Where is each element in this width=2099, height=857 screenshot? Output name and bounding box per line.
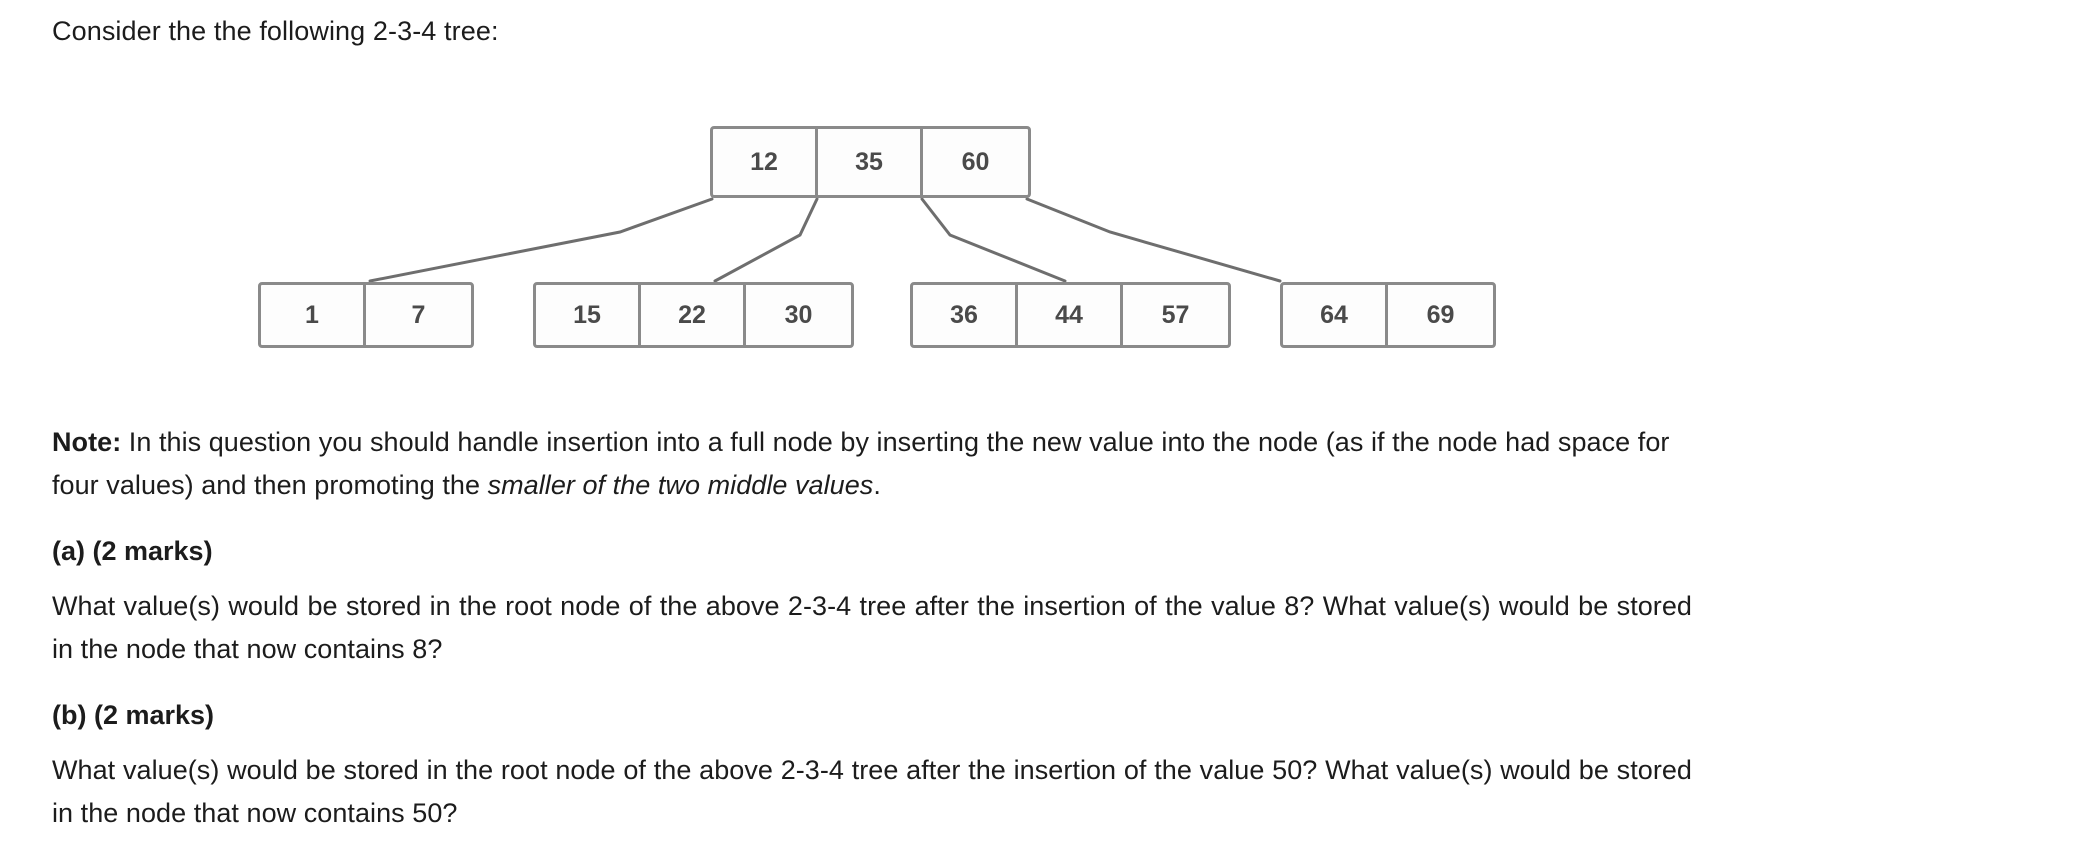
tree-node-leaf-2: 36 44 57	[910, 282, 1231, 348]
note-text-2: .	[873, 470, 881, 500]
tree-edge-3	[1025, 197, 1282, 283]
tree-key-leaf0-0: 1	[261, 285, 366, 345]
tree-edge-1	[713, 197, 819, 283]
tree-key-leaf0-1: 7	[411, 300, 426, 329]
tree-key-root-1: 35	[818, 129, 923, 195]
intro-text: Consider the the following 2-3-4 tree:	[52, 16, 499, 46]
tree-key-leaf1-0: 15	[536, 285, 641, 345]
tree-key-leaf2-1: 44	[1018, 285, 1123, 345]
tree-key-leaf3-0: 64	[1283, 285, 1388, 345]
note-italic-text: smaller of the two middle values	[487, 470, 874, 500]
tree-key-leaf1-1: 22	[641, 285, 746, 345]
tree-node-root: 12 35 60	[710, 126, 1031, 198]
tree-key-leaf3-1: 69	[1426, 300, 1455, 329]
tree-node-leaf-3: 64 69	[1280, 282, 1496, 348]
note-label: Note:	[52, 427, 122, 457]
part-b-heading: (b) (2 marks)	[52, 700, 215, 730]
tree-key-root-0: 12	[713, 129, 818, 195]
tree-edge-2	[920, 197, 1067, 283]
part-a-body: What value(s) would be stored in the roo…	[52, 591, 1692, 664]
note-paragraph: Note: In this question you should handle…	[52, 421, 1692, 507]
tree-edge-0	[368, 197, 714, 283]
tree-key-root-2: 60	[961, 147, 990, 176]
tree-key-leaf1-2: 30	[784, 300, 813, 329]
tree-node-leaf-1: 15 22 30	[533, 282, 854, 348]
part-b-body: What value(s) would be stored in the roo…	[52, 755, 1692, 828]
part-a-heading: (a) (2 marks)	[52, 536, 213, 566]
tree-key-leaf2-0: 36	[913, 285, 1018, 345]
note-text-1: In this question you should handle inser…	[52, 427, 1670, 500]
tree-key-leaf2-2: 57	[1161, 300, 1190, 329]
tree-node-leaf-0: 1 7	[258, 282, 474, 348]
